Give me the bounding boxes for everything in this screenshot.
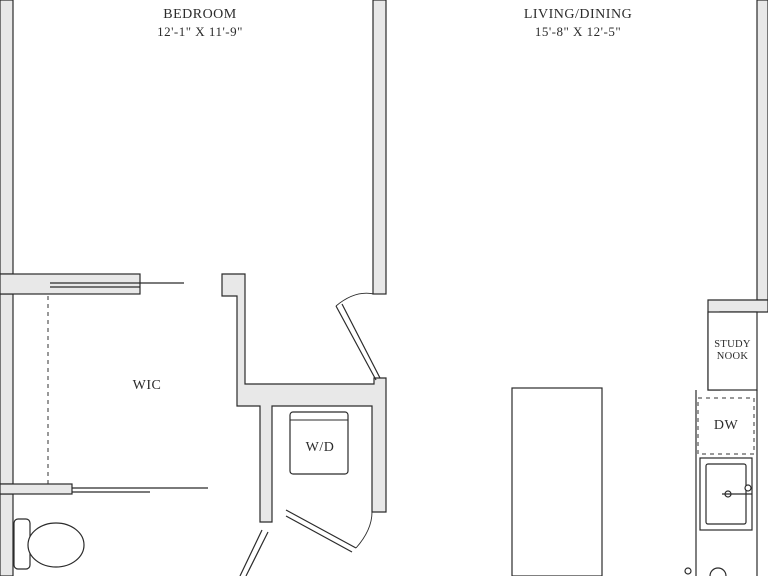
living-dining-name: LIVING/DINING <box>523 7 633 22</box>
bedroom-dimensions: 12'-1" X 11'-9" <box>157 24 243 39</box>
wall-bedroom-living <box>372 0 387 295</box>
toilet-bowl <box>27 522 85 568</box>
living-dining-label: LIVING/DINING 15'-8" X 12'-5" <box>478 6 678 40</box>
faucet-handle-icon <box>744 484 752 492</box>
study-nook-label: STUDY NOOK <box>708 339 757 363</box>
range-burner-icon <box>709 567 727 576</box>
wall-left-upper <box>0 0 14 275</box>
wall-left-lower <box>0 293 14 485</box>
bedroom-door-arc <box>335 292 375 307</box>
study-nook-line1: STUDY <box>714 339 751 350</box>
dishwasher-outline <box>697 397 755 455</box>
bedroom-label: BEDROOM 12'-1" X 11'-9" <box>100 6 300 40</box>
bedroom-door-leaf <box>335 305 377 381</box>
study-nook-line2: NOOK <box>716 351 749 362</box>
bath-door-leaf-2 <box>245 531 269 576</box>
wic-label: WIC <box>132 378 162 393</box>
bedroom-door-leaf-2 <box>341 303 381 379</box>
bedroom-name: BEDROOM <box>163 7 237 22</box>
wall-wic-bath <box>0 483 73 495</box>
dishwasher-label: DW <box>713 418 739 433</box>
wall-right <box>756 0 768 301</box>
laundry-door-arc <box>355 511 373 549</box>
study-nook-desk <box>707 311 758 391</box>
range-knob-icon <box>684 567 692 575</box>
kitchen-island <box>511 387 603 576</box>
wall-hall <box>221 273 387 523</box>
bath-door-leaf <box>239 529 263 576</box>
laundry-door-leaf-2 <box>285 515 353 553</box>
laundry-door-leaf <box>285 509 357 549</box>
washer-dryer-box <box>289 411 349 475</box>
wall-left-bath <box>0 493 14 576</box>
wall-bedroom-wic <box>0 273 141 295</box>
washer-dryer-label: W/D <box>305 440 335 455</box>
living-dining-dimensions: 15'-8" X 12'-5" <box>534 24 622 39</box>
